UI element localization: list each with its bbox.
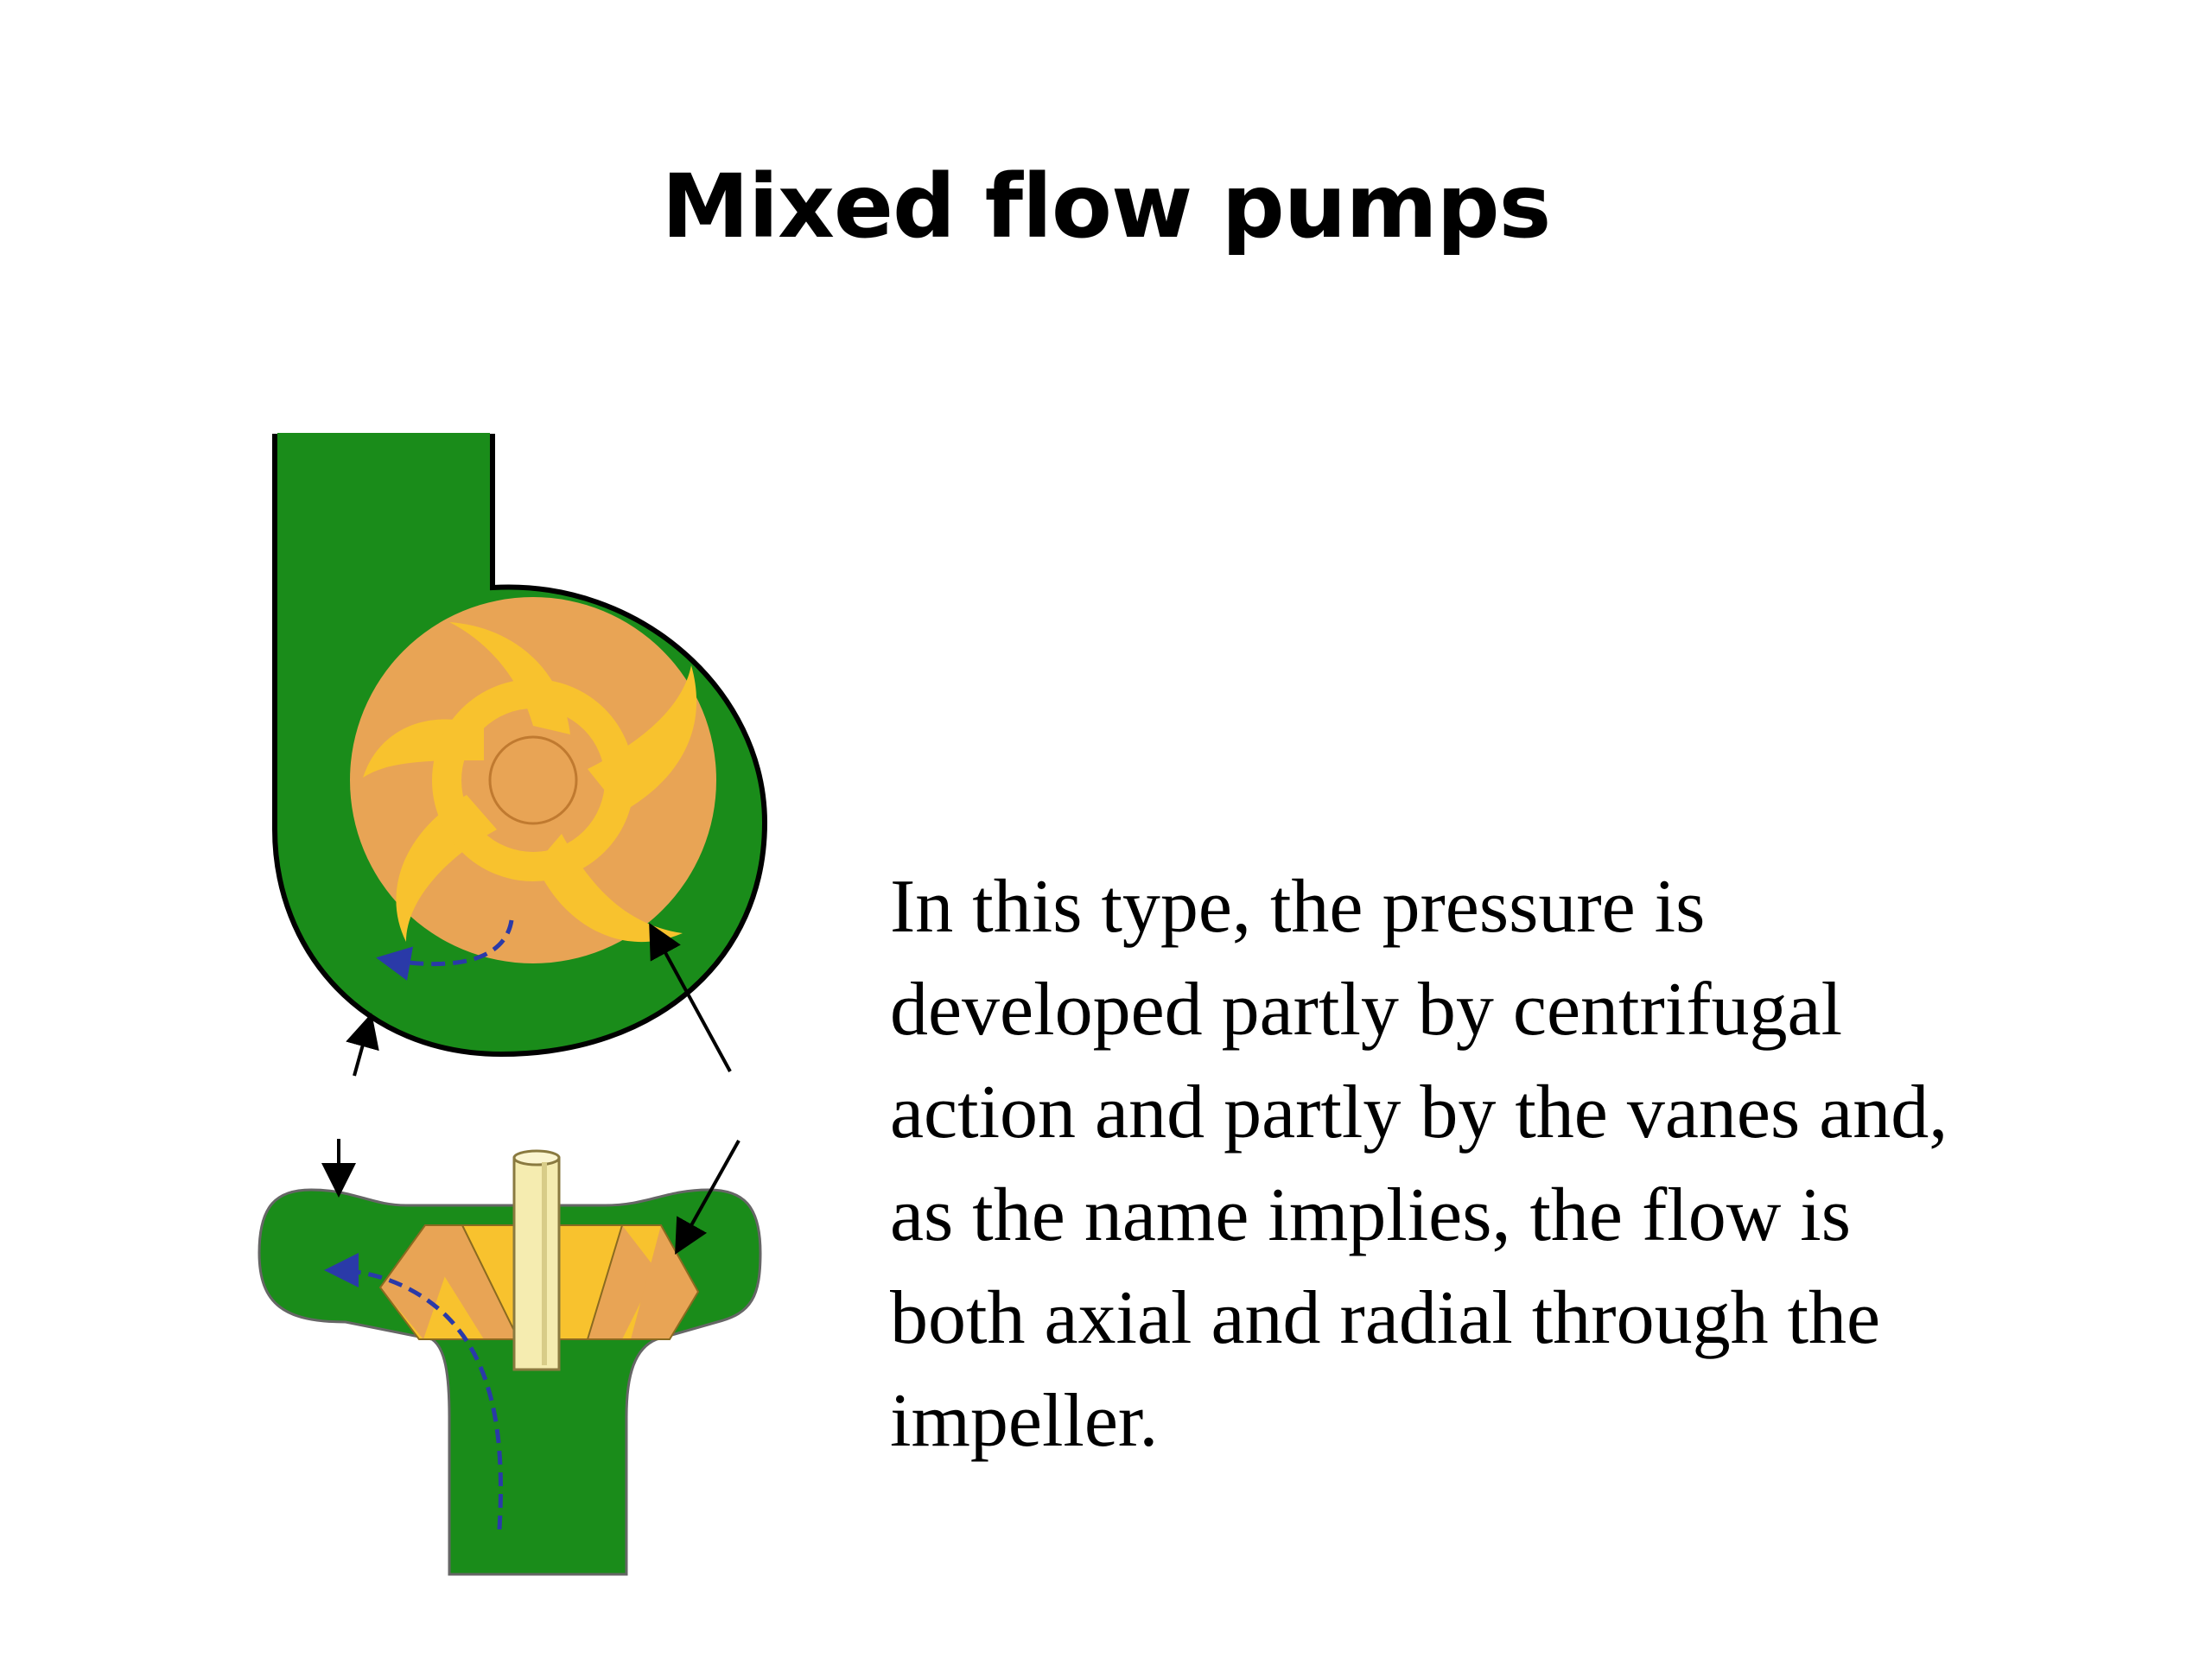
description-line: as the name implies, the flow is (890, 1173, 1851, 1257)
impeller-front-view (350, 597, 716, 963)
description-line: developed partly by centrifugal (890, 968, 1843, 1052)
impeller-leader-arrow (649, 922, 732, 1072)
slide-title: Mixed flow pumps (661, 156, 1552, 258)
impeller-side-leader-arrow (675, 1140, 741, 1255)
mixed-flow-pump-diagram (257, 433, 768, 1576)
flow-arrow-top (376, 919, 514, 981)
pump-shaft (512, 1149, 561, 1371)
description-line: In this type, the pressure is (890, 865, 1706, 949)
description-line: action and partly by the vanes and, (890, 1071, 1948, 1154)
casing-leader-arrow (346, 1013, 379, 1077)
description-text: In this type, the pressure is developed … (890, 855, 2169, 1472)
description-line: both axial and radial through the (890, 1276, 1881, 1360)
flow-arrow-bottom (324, 1253, 503, 1530)
description-line: impeller. (890, 1379, 1159, 1463)
